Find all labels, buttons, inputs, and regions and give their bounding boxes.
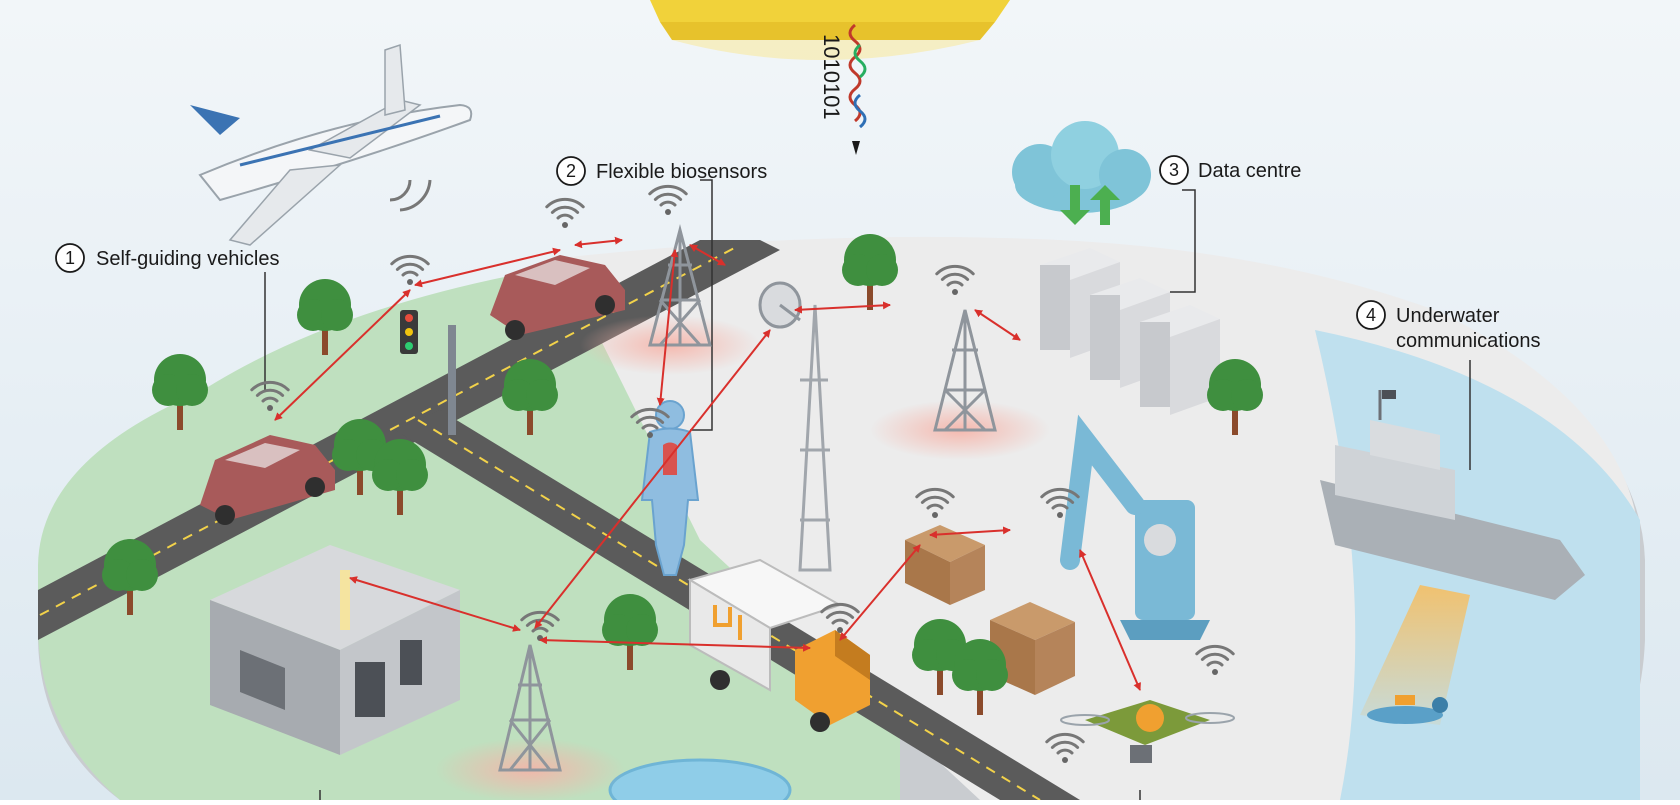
- communication-link-arrow: [794, 301, 891, 314]
- signal-wave-icon: [848, 23, 867, 155]
- wifi-signal-icon: [915, 487, 955, 518]
- tree-icon: [952, 639, 1008, 715]
- communication-link-arrow: [974, 309, 1021, 341]
- communication-link-arrow: [689, 244, 726, 266]
- label-4-text-line2: communications: [1396, 330, 1541, 352]
- label-2-text: Flexible biosensors: [596, 161, 767, 183]
- label-4: 4 Underwater communications: [1356, 300, 1541, 352]
- drone-icon: [1060, 700, 1235, 763]
- cardboard-box-icon: [990, 602, 1075, 695]
- communication-link-arrow: [349, 576, 521, 632]
- communication-link-arrow: [1079, 549, 1141, 691]
- label-3: 3 Data centre: [1159, 155, 1301, 185]
- communication-link-arrow: [929, 526, 1011, 539]
- lattice-mast-icon: [798, 304, 832, 572]
- pond-icon: [608, 758, 792, 805]
- tree-icon: [152, 354, 208, 430]
- wifi-group: [250, 184, 1235, 763]
- wifi-signal-icon: [1195, 644, 1235, 675]
- label-3-number: 3: [1169, 160, 1179, 180]
- satellite-panel-icon: [650, 0, 1010, 60]
- label-3-text: Data centre: [1198, 160, 1301, 182]
- communication-link-arrow: [539, 636, 811, 652]
- communication-link-arrow: [839, 544, 921, 641]
- wifi-signal-icon: [648, 184, 688, 215]
- communication-link-arrow: [414, 247, 561, 288]
- wifi-signal-icon: [1045, 732, 1085, 763]
- house-icon: [210, 545, 460, 755]
- label-1-badge: [55, 243, 85, 273]
- diver-icon: [1367, 695, 1448, 724]
- communication-link-arrow: [534, 329, 771, 629]
- bit-stream-label: 1010101: [819, 34, 844, 120]
- wifi-signal-icon: [1040, 487, 1080, 518]
- label-2-number: 2: [566, 161, 576, 181]
- satellite-dish-icon: [758, 281, 802, 329]
- label-1-number: 1: [65, 248, 75, 268]
- label-2: 2 Flexible biosensors: [556, 156, 767, 186]
- cell-tower-icon: [933, 309, 997, 432]
- communication-links: [274, 236, 1141, 691]
- communication-link-arrow: [574, 236, 623, 249]
- communication-link-arrow: [274, 289, 411, 421]
- tree-icon: [842, 234, 898, 310]
- tree-icon: [1207, 359, 1263, 435]
- cell-tower-icon: [498, 644, 562, 772]
- label-4-badge: [1356, 300, 1386, 330]
- server-rack-icon: [1140, 305, 1220, 415]
- cloud-icon: [1012, 121, 1151, 225]
- wifi-signal-icon: [935, 264, 975, 295]
- airplane-icon: [190, 43, 473, 246]
- tree-icon: [372, 439, 428, 515]
- sonar-beam: [1360, 585, 1470, 725]
- label-2-badge: [556, 156, 586, 186]
- tree-icon: [102, 539, 158, 615]
- label-1: 1 Self-guiding vehicles: [55, 243, 279, 273]
- robot-arm-icon: [1060, 414, 1210, 640]
- wifi-signal-icon: [545, 197, 585, 228]
- label-1-text: Self-guiding vehicles: [96, 248, 279, 270]
- label-3-badge: [1159, 155, 1189, 185]
- label-4-number: 4: [1366, 305, 1376, 325]
- car-icon: [200, 435, 335, 525]
- ship-icon: [1320, 390, 1585, 600]
- tree-icon: [332, 419, 388, 495]
- tree-group: [102, 234, 1263, 715]
- label-4-text-line1: Underwater: [1396, 305, 1500, 327]
